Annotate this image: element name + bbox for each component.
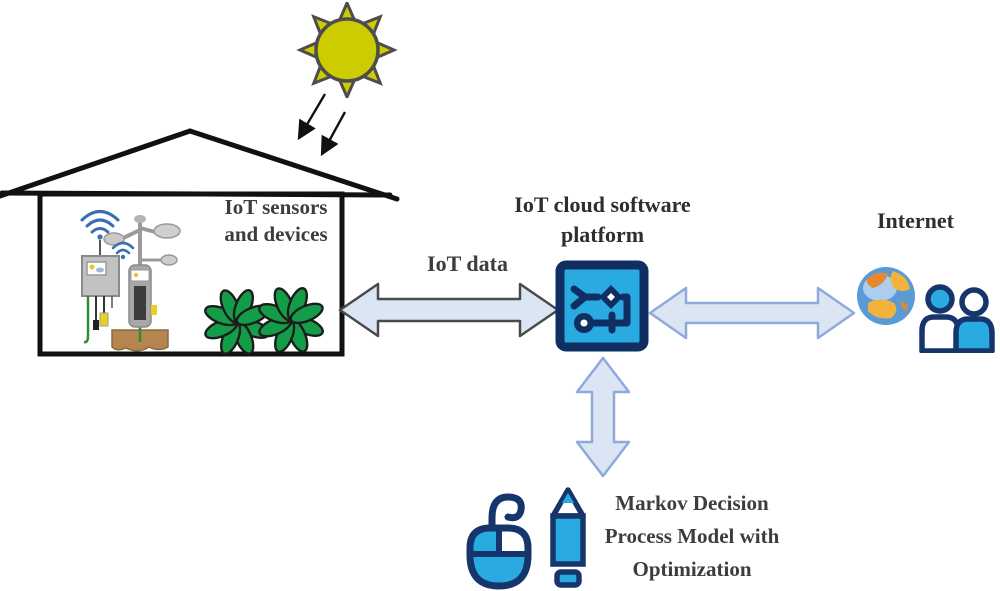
pencil-icon	[550, 487, 586, 588]
platform-label: IoT cloud software platform	[490, 190, 715, 250]
house-label-line1: IoT sensors	[224, 195, 328, 219]
sunlight-arrows-icon	[297, 93, 347, 157]
workflow-icon	[555, 260, 649, 352]
wifi-sensor-icon	[80, 210, 120, 344]
sun-icon	[298, 2, 396, 98]
house-label: IoT sensors and devices	[202, 194, 350, 248]
internet-label: Internet	[877, 208, 954, 233]
mdp-label: Markov Decision Process Model with Optim…	[571, 487, 813, 586]
users-icon	[919, 284, 995, 353]
house-icon	[0, 128, 400, 358]
weather-station-icon	[103, 215, 181, 352]
mdp-label-line2: Process Model with	[604, 524, 780, 548]
iot-data-label: IoT data	[427, 251, 508, 276]
platform-label-line1: IoT cloud software	[514, 192, 691, 217]
double-arrow-platform-mdp	[575, 356, 631, 478]
mdp-label-line3: Optimization	[632, 557, 752, 581]
house-label-line2: and devices	[224, 222, 328, 246]
double-arrow-platform-internet	[648, 286, 856, 340]
double-arrow-house-platform	[338, 282, 560, 338]
house-roof	[0, 128, 400, 202]
platform-label-line2: platform	[560, 222, 645, 247]
mouse-icon	[466, 493, 532, 590]
mdp-label-line1: Markov Decision	[615, 491, 769, 515]
globe-icon	[857, 267, 915, 325]
